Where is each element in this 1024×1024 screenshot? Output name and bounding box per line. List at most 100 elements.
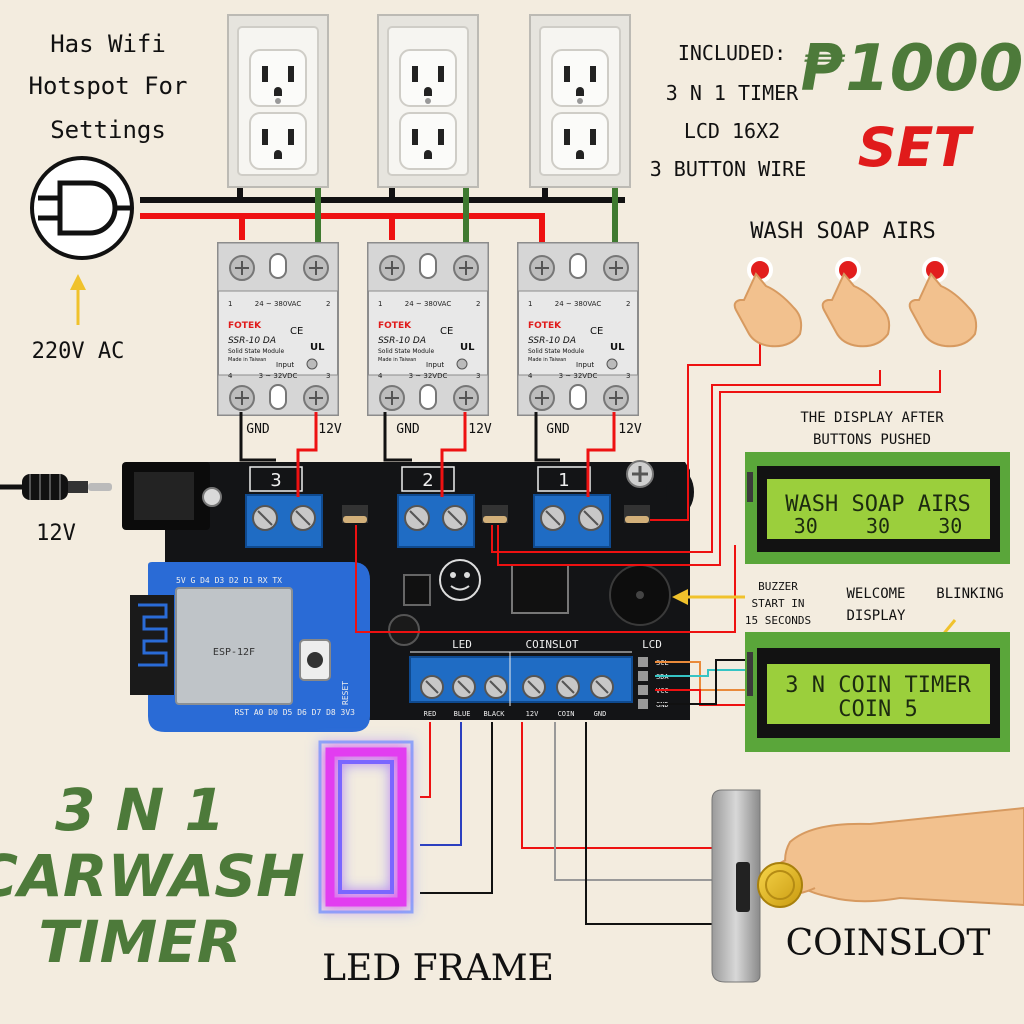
socket-slot bbox=[412, 66, 418, 82]
relay-model: SSR-10 DA bbox=[378, 336, 426, 346]
relay-desc: Solid State Module bbox=[228, 348, 284, 355]
product-title-1: 3 N 1 bbox=[55, 776, 225, 844]
relay-pin-label: 2 bbox=[626, 300, 630, 308]
relay-12v-label: 12V bbox=[318, 422, 342, 437]
relay-pin-label: 4 bbox=[228, 372, 233, 380]
socket-slot bbox=[590, 66, 596, 82]
terminal-label-3: BLACK bbox=[483, 710, 505, 718]
socket-slot bbox=[590, 129, 596, 145]
board-led-header: LED bbox=[452, 638, 472, 651]
relay-pin-label: 1 bbox=[528, 300, 532, 308]
terminal-screw-slot bbox=[457, 680, 471, 694]
plug-icon bbox=[30, 156, 134, 260]
buzzer-label-3: 15 SECONDS bbox=[745, 614, 811, 627]
relay-brand: FOTEK bbox=[228, 321, 262, 331]
terminal-screw-slot bbox=[545, 510, 561, 526]
buzzer-label-1: BUZZER bbox=[758, 580, 798, 593]
terminal-screw-slot bbox=[295, 510, 311, 526]
socket-face bbox=[551, 49, 609, 107]
socket-slot bbox=[262, 66, 268, 82]
relay-dc-rating: 3 ~ 32VDC bbox=[409, 372, 448, 380]
lcd-header-pin bbox=[638, 699, 648, 709]
terminal-label-1: RED bbox=[424, 710, 437, 718]
pointing-hand-icon bbox=[908, 272, 978, 348]
terminal-screw-slot bbox=[527, 680, 541, 694]
price-set-label: SET bbox=[858, 116, 975, 179]
relay-pin-label: 1 bbox=[228, 300, 232, 308]
relay-gnd-label: GND bbox=[396, 422, 420, 437]
terminal-screw-slot bbox=[583, 510, 599, 526]
socket-ground bbox=[274, 150, 282, 159]
lcd-after-line-1: WASH SOAP AIRS bbox=[785, 492, 970, 517]
relay-pin-label: 3 bbox=[326, 372, 330, 380]
ac-voltage-label: 220V AC bbox=[32, 339, 125, 364]
socket-ground bbox=[424, 87, 432, 96]
outlet-screw bbox=[577, 98, 583, 104]
silk-outline bbox=[401, 466, 455, 492]
led-frame-icon bbox=[318, 740, 414, 914]
coinslot-label: COINSLOT bbox=[786, 923, 991, 964]
relay-led bbox=[606, 358, 618, 370]
pointing-hand-icon bbox=[733, 272, 803, 348]
socket-ground bbox=[576, 150, 584, 159]
relay-desc: Solid State Module bbox=[378, 348, 434, 355]
relay-mount-hole bbox=[269, 253, 287, 279]
relay-ce-mark: CE bbox=[290, 326, 303, 337]
relay-dc-rating: 3 ~ 32VDC bbox=[259, 372, 298, 380]
lcd-header-pin bbox=[638, 685, 648, 695]
included-title: INCLUDED: bbox=[678, 41, 786, 65]
socket-slot bbox=[438, 129, 444, 145]
relay-pin-label: 4 bbox=[378, 372, 383, 380]
lcd-welcome-line-2: COIN 5 bbox=[838, 697, 917, 722]
terminal-label-4: 12V bbox=[526, 710, 539, 718]
terminal-screw-slot bbox=[425, 680, 439, 694]
wifi-label-3: Settings bbox=[50, 116, 166, 144]
relay-input-label: Input bbox=[276, 361, 294, 369]
relay-pin-label: 4 bbox=[528, 372, 533, 380]
socket-slot bbox=[412, 129, 418, 145]
included-item-2: LCD 16X2 bbox=[684, 119, 780, 143]
relay-pin-label: 2 bbox=[476, 300, 480, 308]
relay-screw-slot bbox=[385, 261, 399, 275]
silk-outline bbox=[537, 466, 591, 492]
relay-pin-label: 1 bbox=[378, 300, 382, 308]
lcd-welcome bbox=[745, 632, 1010, 752]
push-button-1 bbox=[733, 257, 803, 348]
lcd-welcome-line-1: 3 N COIN TIMER bbox=[785, 673, 971, 698]
module-reset-label: RESET bbox=[341, 681, 350, 705]
relay-dc-rating: 3 ~ 32VDC bbox=[559, 372, 598, 380]
relay-input-label: Input bbox=[426, 361, 444, 369]
module-pins-top: 5V G D4 D3 D2 D1 RX TX bbox=[176, 576, 282, 585]
socket-face bbox=[399, 112, 457, 170]
socket-ground bbox=[274, 87, 282, 96]
outlet-2 bbox=[377, 14, 479, 188]
relay-12v-label: 12V bbox=[618, 422, 642, 437]
relay-mount-hole bbox=[569, 384, 587, 410]
relay-model: SSR-10 DA bbox=[528, 336, 576, 346]
buzzer-label-2: START IN bbox=[752, 597, 805, 610]
relay-screw-slot bbox=[235, 261, 249, 275]
module-name: ESP-12F bbox=[213, 647, 255, 658]
outlet-1 bbox=[227, 14, 329, 188]
outlet-group bbox=[227, 14, 631, 188]
board-coinslot-header: COINSLOT bbox=[526, 638, 579, 651]
terminal-screw-slot bbox=[489, 680, 503, 694]
product-title-3: TIMER bbox=[38, 908, 241, 976]
socket-slot bbox=[564, 129, 570, 145]
relay-mount-hole bbox=[419, 384, 437, 410]
wifi-label-2: Hotspot For bbox=[29, 72, 188, 100]
buttons-title: WASH SOAP AIRS bbox=[750, 219, 935, 244]
ac-arrow-icon bbox=[70, 274, 86, 325]
relay-output-terminal-3: 1 bbox=[533, 466, 611, 548]
socket-face bbox=[249, 49, 307, 107]
relay-pin-label: 3 bbox=[476, 372, 480, 380]
relay-screw-slot bbox=[309, 391, 323, 405]
relay-gnd-label: GND bbox=[246, 422, 270, 437]
relay-pin-label: 2 bbox=[326, 300, 330, 308]
lcd-display-after bbox=[745, 452, 1010, 564]
